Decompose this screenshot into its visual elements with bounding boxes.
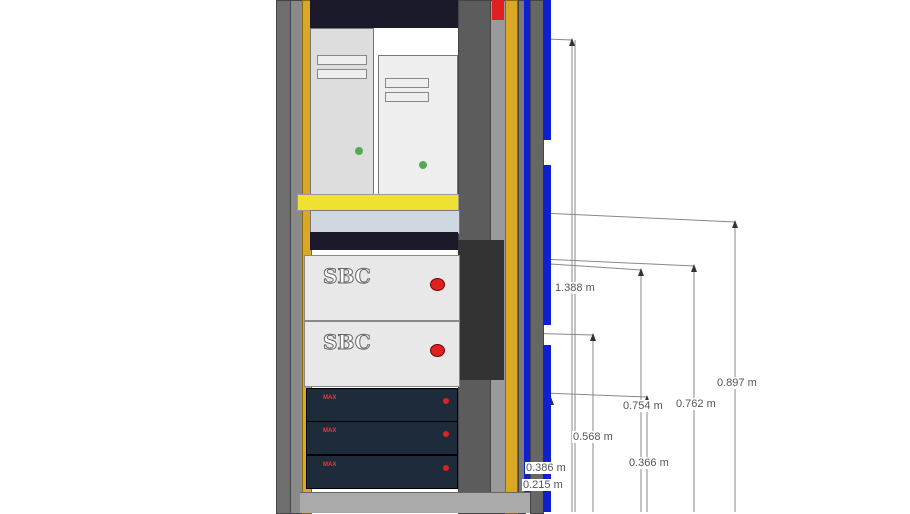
- arrow-icon: [590, 333, 596, 341]
- sbc-server: SBC: [304, 321, 460, 387]
- dimension-label: 0.366 m: [628, 457, 670, 469]
- dimension-label: 1.388 m: [554, 282, 596, 294]
- power-led: [443, 465, 449, 471]
- cable-strip: [543, 0, 551, 140]
- arrow-icon: [732, 220, 738, 228]
- patch-panel: [310, 210, 460, 234]
- arrow-icon: [691, 264, 697, 272]
- sbc-server: SBC: [304, 255, 460, 321]
- amplifier: MAX: [306, 455, 458, 489]
- brand-label: MAX: [323, 462, 337, 468]
- pc-tower: [378, 55, 458, 197]
- cable-strip: [543, 345, 551, 512]
- rear-device: [458, 240, 504, 380]
- red-block: [492, 0, 504, 20]
- rack-post-rear-2: [530, 0, 544, 514]
- dimension-label: 0.754 m: [622, 400, 664, 412]
- brand-label: MAX: [323, 428, 337, 434]
- cable-strip: [543, 165, 551, 325]
- dimension-label: 0.215 m: [522, 479, 564, 491]
- arrow-icon: [638, 268, 644, 276]
- power-button: [430, 278, 445, 291]
- shelf: [297, 194, 459, 211]
- patch-panel-top: [310, 0, 458, 28]
- brand-label: SBC: [323, 264, 372, 289]
- brand-label: MAX: [323, 395, 337, 401]
- pc-tower: [310, 28, 374, 195]
- amplifier: MAX: [306, 421, 458, 455]
- cable-strip: [524, 0, 530, 512]
- dimension-label: 0.386 m: [525, 462, 567, 474]
- rack-base: [300, 492, 530, 513]
- amplifier: MAX: [306, 388, 458, 422]
- dimension-label: 0.897 m: [716, 377, 758, 389]
- dimension-label: 0.568 m: [572, 431, 614, 443]
- rail-right: [505, 0, 518, 514]
- brand-label: SBC: [323, 330, 372, 355]
- power-led: [443, 398, 449, 404]
- dimension-label: 0.762 m: [675, 398, 717, 410]
- power-led: [443, 431, 449, 437]
- arrow-icon: [569, 38, 575, 46]
- cable-manager: [310, 232, 458, 250]
- power-button: [430, 344, 445, 357]
